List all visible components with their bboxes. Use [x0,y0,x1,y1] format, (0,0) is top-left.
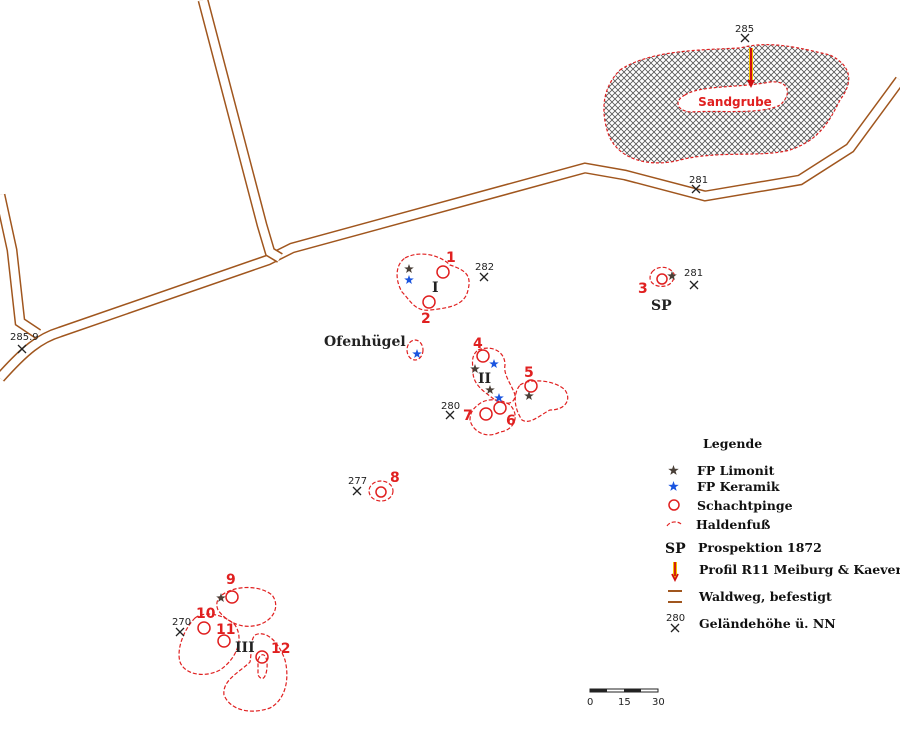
legend-item: Geländehöhe ü. NN [699,616,836,631]
legend-item: FP Limonit [697,463,775,478]
scale-bar: 0 15 30 [587,688,665,708]
elevation-cross-icon [352,486,362,496]
group-label: II [478,371,491,387]
halde-8 [368,480,394,502]
sandgrube-area [603,44,850,164]
elevation-label: 280 [441,401,460,412]
limonit-star-icon [667,271,677,280]
halde-12 [223,633,288,712]
pinge-labels: 1 2 3 4 5 6 7 8 9 10 11 12 I II III Ofen… [196,250,672,657]
scale-label: 15 [618,697,631,708]
legend: Legende FP Limonit FP Keramik Schachtpin… [665,436,900,633]
elevation-label: 270 [172,617,191,628]
elevation-cross-icon [445,410,455,420]
legend-item: Waldweg, befestigt [698,589,832,604]
pinge-number: 7 [463,408,473,424]
halde-10-11 [178,613,240,676]
pinge-number: 12 [271,641,290,657]
pinge-5 [524,379,538,393]
legend-item: Profil R11 Meiburg & Kaever [699,562,900,577]
halde-I [396,253,470,311]
sandgrube-label: Sandgrube [698,95,772,109]
halde-9 [216,586,277,627]
pinge-4 [476,349,490,363]
halde-6-7 [469,399,516,436]
legend-title: Legende [703,436,762,451]
pinge-number: 11 [216,622,235,638]
scale-label: 30 [652,697,665,708]
pinge-9 [225,590,239,604]
keramik-star-icon [404,275,414,284]
pinge-number: 5 [524,365,534,381]
pinge-10 [197,621,211,635]
waldweg-icon [668,590,682,603]
elevation-label: 282 [475,262,494,273]
keramik-star-icon [489,359,499,368]
group-label: I [432,280,439,296]
pinge-12 [255,650,269,664]
elevation-label: 285 [735,24,754,35]
elevation-points: 285 281 282 281 285.9 280 277 270 [10,24,754,637]
halde-ofenhuegel [406,339,424,361]
elevation-cross-icon [479,272,489,282]
halde-3 [649,266,675,287]
legend-item: Haldenfuß [696,517,771,532]
pinge-3 [656,273,668,285]
haldenfuss-icon [666,521,682,527]
limonit-star-icon [404,264,414,273]
pinge-6 [493,401,507,415]
sp-label: SP [651,298,672,314]
pinge-number: 8 [390,470,400,486]
pinge-number: 4 [473,336,483,352]
sp-symbol: SP [665,541,686,557]
pinge-8 [375,486,387,498]
elevation-label: 281 [684,268,703,279]
pinge-7 [479,407,493,421]
elevation-cross-icon [670,623,680,633]
legend-item: Schachtpinge [697,498,793,513]
ofenhuegel-label: Ofenhügel [324,334,406,350]
limonit-star-icon [668,465,679,475]
elevation-cross-icon [689,280,699,290]
legend-item: Prospektion 1872 [698,540,822,555]
schachtpingen [197,265,668,664]
sandgrube: Sandgrube [603,44,850,164]
pinge-number: 10 [196,606,216,622]
pinge-2 [422,295,436,309]
haldenfuss-outlines [178,253,675,712]
pinge-1 [436,265,450,279]
elevation-cross-icon [17,344,27,354]
elevation-cross-icon [175,627,185,637]
elevation-label: 281 [689,175,708,186]
group-label: III [235,640,255,656]
pinge-number: 2 [421,311,431,327]
keramik-star-icon [668,481,679,491]
pinge-number: 3 [638,281,648,297]
elevation-symbol: 280 [666,613,685,624]
halde-5 [514,380,569,422]
pinge-number: 9 [226,572,236,588]
pinge-number: 1 [446,250,456,266]
pinge-11 [217,634,231,648]
pinge-circle-icon [668,499,680,511]
finds [216,264,677,602]
pinge-number: 6 [506,413,516,429]
scale-label: 0 [587,697,593,708]
legend-item: FP Keramik [697,479,780,494]
elevation-cross-icon [691,184,701,194]
elevation-label: 277 [348,476,367,487]
elevation-cross-icon [740,33,750,43]
elevation-label: 285.9 [10,332,39,343]
